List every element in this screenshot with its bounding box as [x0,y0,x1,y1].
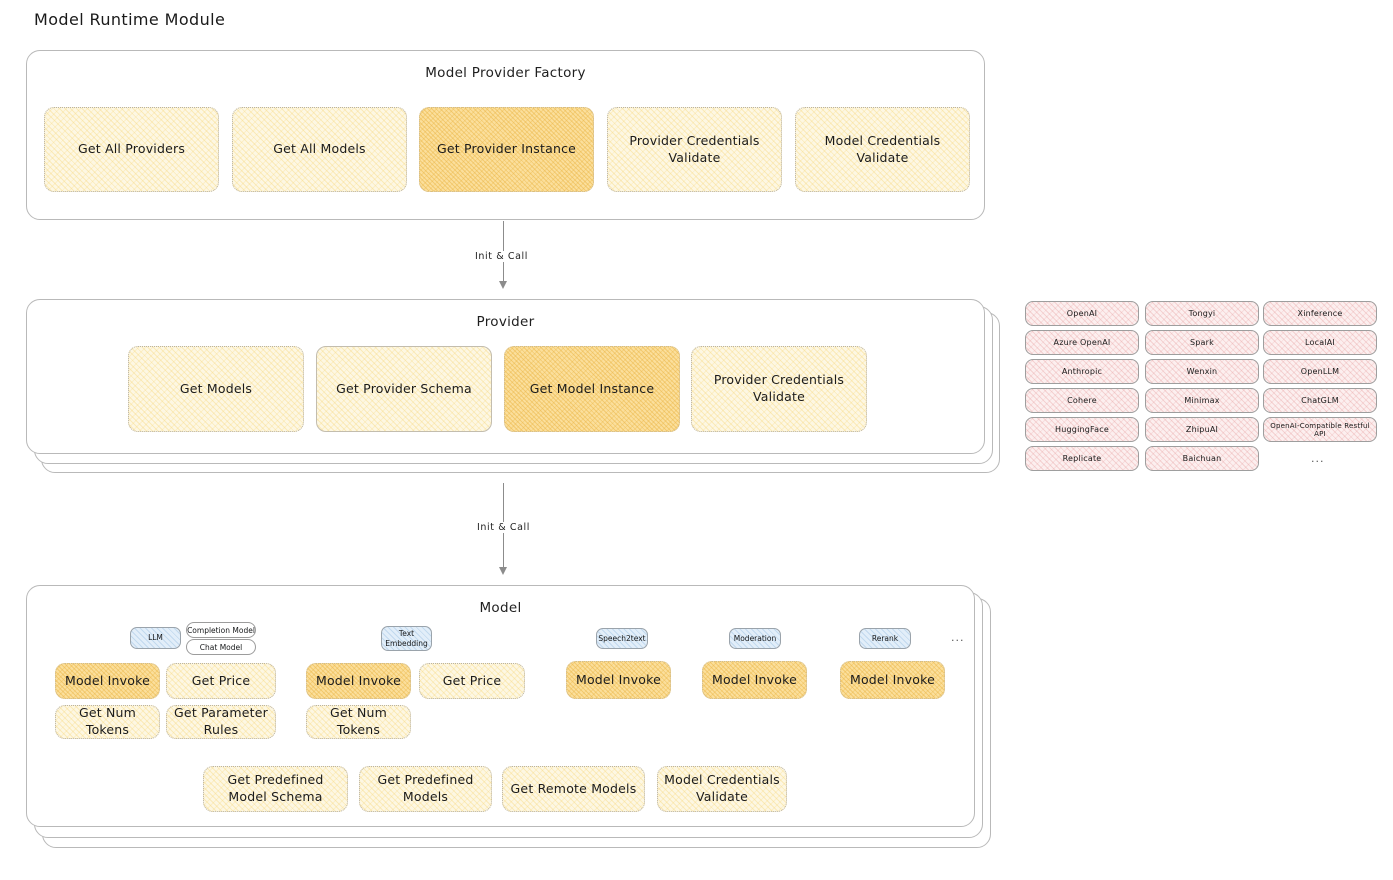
model-type-badge-speech2text[interactable]: Speech2text [596,628,648,649]
model-op-llm-get-parameter-rules[interactable]: Get Parameter Rules [166,705,276,739]
model-op-llm-model-invoke[interactable]: Model Invoke [55,663,160,699]
model-common-op-model-credentials-validate[interactable]: Model Credentials Validate [657,766,787,812]
model-subtype-chat-model[interactable]: Chat Model [186,639,256,655]
model-provider-factory-title: Model Provider Factory [425,65,586,81]
provider-pill-huggingface[interactable]: HuggingFace [1025,417,1139,442]
provider-box-get-models[interactable]: Get Models [128,346,304,432]
factory-box-model-credentials-validate[interactable]: Model Credentials Validate [795,107,970,192]
model-title: Model [479,600,522,616]
provider-pill-chatglm[interactable]: ChatGLM [1263,388,1377,413]
model-op-moderation-model-invoke[interactable]: Model Invoke [702,661,807,699]
provider-pill-azure-openai[interactable]: Azure OpenAI [1025,330,1139,355]
factory-box-provider-credentials-validate[interactable]: Provider Credentials Validate [607,107,782,192]
provider-pill-zhipuai[interactable]: ZhipuAI [1145,417,1259,442]
model-subtype-completion-model[interactable]: Completion Model [186,622,256,638]
provider-pill-openai-compatible-restful-api[interactable]: OpenAI-Compatible Restful API [1263,417,1377,442]
arrow-factory-to-provider-head [499,281,507,289]
arrow-provider-to-model-label: Init & Call [472,522,535,533]
provider-pill-openai[interactable]: OpenAI [1025,301,1139,326]
page-title: Model Runtime Module [34,10,226,29]
model-op-speech2text-model-invoke[interactable]: Model Invoke [566,661,671,699]
factory-box-get-provider-instance[interactable]: Get Provider Instance [419,107,594,192]
provider-list-more-ellipsis: ... [1311,452,1325,465]
provider-pill-xinference[interactable]: Xinference [1263,301,1377,326]
provider-box-provider-credentials-validate[interactable]: Provider Credentials Validate [691,346,867,432]
provider-title: Provider [476,314,535,330]
model-op-text-embedding-get-price[interactable]: Get Price [419,663,525,699]
provider-pill-localai[interactable]: LocalAI [1263,330,1377,355]
model-common-op-get-predefined-models[interactable]: Get Predefined Models [359,766,492,812]
provider-pill-openllm[interactable]: OpenLLM [1263,359,1377,384]
provider-pill-spark[interactable]: Spark [1145,330,1259,355]
model-common-op-get-remote-models[interactable]: Get Remote Models [502,766,645,812]
arrow-factory-to-provider-label: Init & Call [470,251,533,262]
model-type-badge-rerank[interactable]: Rerank [859,628,911,649]
model-type-badge-llm[interactable]: LLM [130,627,181,649]
provider-pill-cohere[interactable]: Cohere [1025,388,1139,413]
model-type-badge-text-embedding[interactable]: Text Embedding [381,626,432,651]
model-common-op-get-predefined-model-schema[interactable]: Get Predefined Model Schema [203,766,348,812]
factory-box-get-all-models[interactable]: Get All Models [232,107,407,192]
model-types-more-ellipsis: ... [951,631,965,644]
model-op-text-embedding-get-num-tokens[interactable]: Get Num Tokens [306,705,411,739]
provider-pill-minimax[interactable]: Minimax [1145,388,1259,413]
model-op-llm-get-num-tokens[interactable]: Get Num Tokens [55,705,160,739]
model-type-badge-moderation[interactable]: Moderation [729,628,781,649]
arrow-provider-to-model-head [499,567,507,575]
provider-pill-anthropic[interactable]: Anthropic [1025,359,1139,384]
provider-pill-tongyi[interactable]: Tongyi [1145,301,1259,326]
provider-box-get-provider-schema[interactable]: Get Provider Schema [316,346,492,432]
provider-pill-wenxin[interactable]: Wenxin [1145,359,1259,384]
provider-pill-baichuan[interactable]: Baichuan [1145,446,1259,471]
model-op-llm-get-price[interactable]: Get Price [166,663,276,699]
provider-box-get-model-instance[interactable]: Get Model Instance [504,346,680,432]
model-op-rerank-model-invoke[interactable]: Model Invoke [840,661,945,699]
model-panel: Model [26,585,975,827]
factory-box-get-all-providers[interactable]: Get All Providers [44,107,219,192]
model-op-text-embedding-model-invoke[interactable]: Model Invoke [306,663,411,699]
provider-pill-replicate[interactable]: Replicate [1025,446,1139,471]
